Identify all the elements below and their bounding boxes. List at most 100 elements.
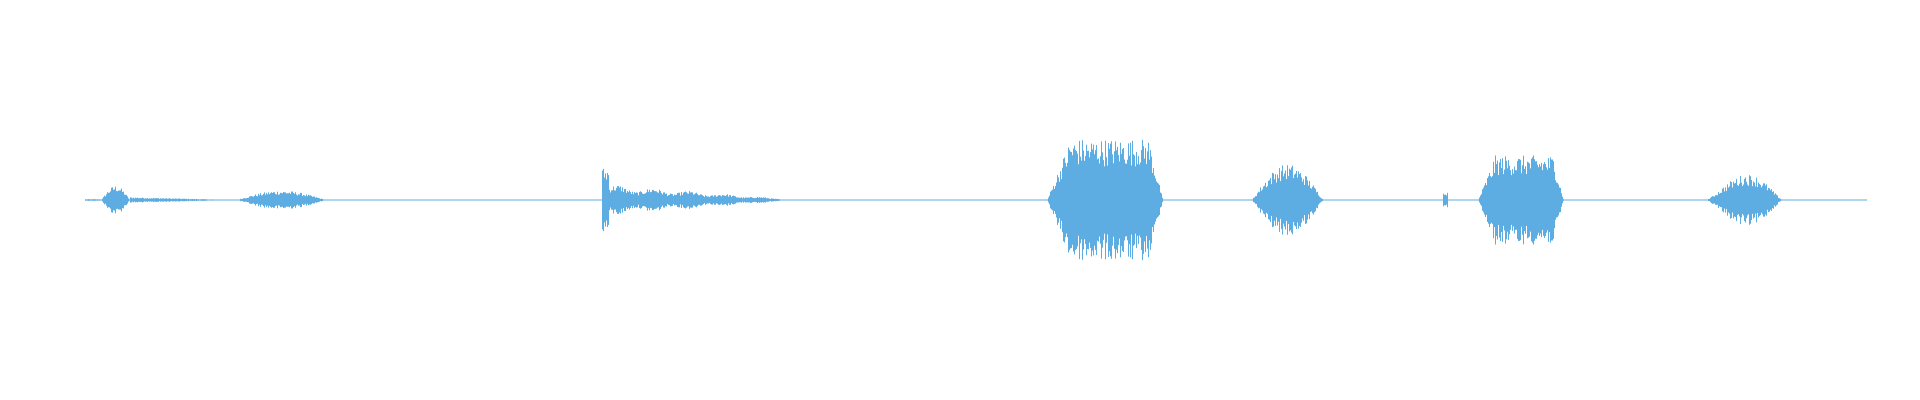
waveform-sample	[1493, 161, 1494, 239]
waveform-sample	[1406, 199, 1407, 201]
waveform-sample	[530, 199, 531, 201]
waveform-sample	[1334, 199, 1335, 201]
waveform-sample	[744, 198, 745, 202]
waveform-sample	[1590, 199, 1591, 201]
waveform-sample	[1414, 199, 1415, 201]
waveform-sample	[876, 199, 877, 201]
waveform-sample	[269, 194, 270, 206]
waveform-sample	[1768, 187, 1769, 213]
waveform-sample	[954, 199, 955, 201]
waveform-sample	[1164, 199, 1165, 201]
waveform-sample	[700, 194, 701, 206]
waveform-sample	[401, 199, 402, 201]
waveform-sample	[823, 199, 824, 201]
waveform-sample	[997, 199, 998, 201]
waveform-sample	[217, 199, 218, 201]
waveform-sample	[784, 199, 785, 201]
waveform-sample	[108, 192, 109, 208]
waveform-sample	[120, 190, 121, 210]
waveform-sample	[395, 199, 396, 201]
waveform-sample	[1473, 199, 1474, 201]
waveform-sample	[1472, 199, 1473, 201]
waveform-sample	[509, 199, 510, 201]
waveform-sample	[223, 199, 224, 201]
waveform-sample	[176, 198, 177, 202]
waveform-sample	[607, 172, 608, 228]
waveform-sample	[1038, 199, 1039, 201]
waveform-sample	[807, 199, 808, 201]
waveform-sample	[121, 188, 122, 212]
waveform-sample	[1259, 192, 1260, 208]
waveform-sample	[1691, 199, 1692, 201]
waveform-sample	[558, 199, 559, 201]
waveform-sample	[340, 199, 341, 201]
waveform-sample	[455, 199, 456, 201]
waveform-sample	[1144, 158, 1145, 242]
waveform-sample	[1606, 199, 1607, 201]
waveform-sample	[448, 199, 449, 201]
waveform-sample	[688, 193, 689, 207]
waveform-sample	[210, 199, 211, 201]
waveform-sample	[753, 197, 754, 203]
waveform-sample	[639, 191, 640, 209]
waveform-sample	[782, 199, 783, 201]
waveform-sample	[1698, 199, 1699, 201]
waveform-sample	[1068, 147, 1069, 253]
waveform-sample	[645, 193, 646, 207]
waveform-sample	[778, 199, 779, 201]
waveform-sample	[1669, 199, 1670, 201]
waveform-sample	[1060, 171, 1061, 229]
waveform-sample	[980, 199, 981, 201]
waveform-sample	[942, 199, 943, 201]
waveform-sample	[1153, 168, 1154, 232]
waveform-sample	[748, 197, 749, 203]
waveform-sample	[682, 194, 683, 206]
waveform-sample	[1206, 199, 1207, 201]
waveform-sample	[1121, 153, 1122, 247]
waveform-sample	[916, 199, 917, 201]
waveform-sample	[1489, 172, 1490, 228]
waveform-sample	[308, 194, 309, 206]
waveform-sample	[479, 199, 480, 201]
waveform-sample	[1526, 174, 1527, 226]
waveform-sample	[1546, 167, 1547, 233]
waveform-sample	[932, 199, 933, 201]
waveform-sample	[452, 199, 453, 201]
waveform-sample	[592, 199, 593, 201]
waveform-sample	[1622, 199, 1623, 201]
waveform-sample	[1594, 199, 1595, 201]
waveform-sample	[687, 193, 688, 207]
waveform-sample	[913, 199, 914, 201]
waveform-sample	[1297, 177, 1298, 223]
waveform-sample	[1106, 157, 1107, 243]
waveform-sample	[532, 199, 533, 201]
waveform-sample	[1740, 175, 1741, 225]
waveform-sample	[944, 199, 945, 201]
waveform-sample	[636, 192, 637, 208]
waveform-sample	[128, 198, 129, 202]
waveform-sample	[240, 198, 241, 202]
waveform-sample	[334, 199, 335, 201]
waveform-sample	[576, 199, 577, 201]
waveform-sample	[185, 198, 186, 202]
waveform-sample	[1446, 195, 1447, 205]
waveform-sample	[382, 199, 383, 201]
waveform-sample	[1225, 199, 1226, 201]
waveform-sample	[1320, 197, 1321, 203]
waveform-sample	[550, 199, 551, 201]
waveform-sample	[743, 197, 744, 203]
waveform-sample	[1474, 199, 1475, 201]
waveform-sample	[239, 199, 240, 201]
waveform-sample	[447, 199, 448, 201]
waveform-sample	[1635, 199, 1636, 201]
waveform-sample	[1598, 199, 1599, 201]
waveform-sample	[1269, 180, 1270, 220]
waveform-sample	[1369, 199, 1370, 201]
waveform-sample	[1325, 199, 1326, 201]
waveform-sample	[723, 195, 724, 205]
waveform-sample	[791, 199, 792, 201]
waveform-sample	[1005, 199, 1006, 201]
waveform-sample	[1666, 199, 1667, 201]
